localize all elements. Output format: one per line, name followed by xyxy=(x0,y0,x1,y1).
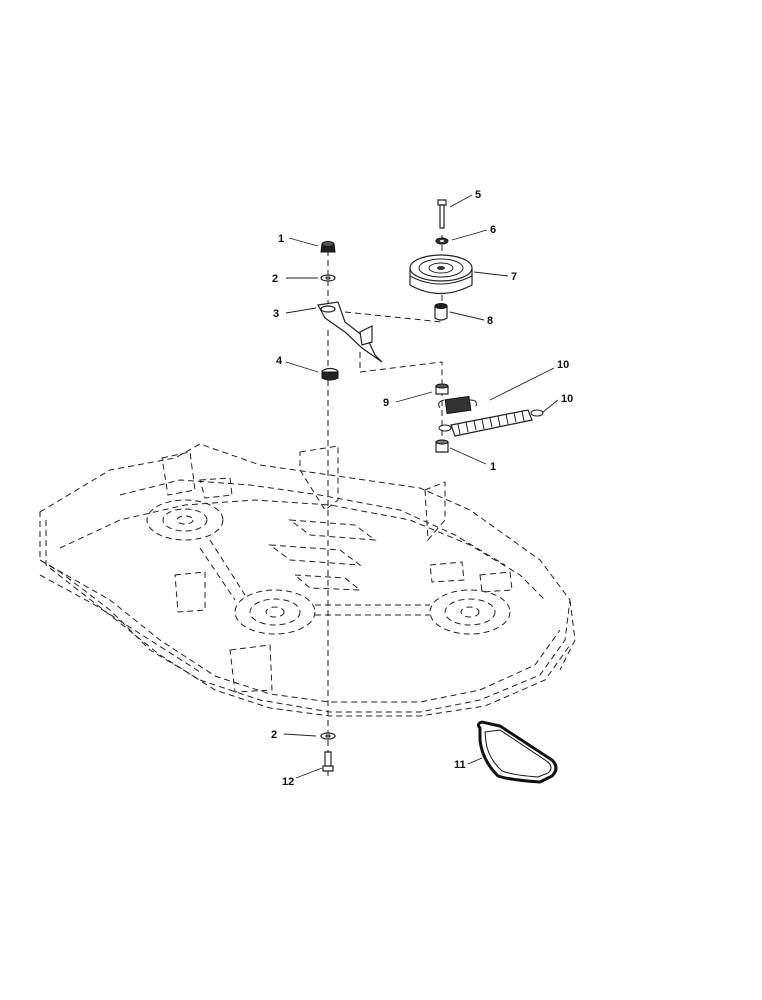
callout-11: 11 xyxy=(454,759,466,771)
callout-2-lower: 2 xyxy=(271,729,277,741)
part-idler-arm-3 xyxy=(317,301,383,363)
callout-7: 7 xyxy=(511,271,517,283)
callout-4: 4 xyxy=(276,355,283,367)
part-nut-1 xyxy=(320,241,336,253)
part-washer-2-top xyxy=(320,274,336,282)
part-belt-11 xyxy=(476,720,558,784)
leader-lines xyxy=(283,194,559,779)
mower-deck xyxy=(39,443,576,717)
callout-10-short: 10 xyxy=(557,359,569,371)
callout-9: 9 xyxy=(383,397,389,409)
callout-1: 1 xyxy=(278,233,284,245)
callout-8: 8 xyxy=(487,315,493,327)
callout-6: 6 xyxy=(490,224,496,236)
callout-3: 3 xyxy=(273,308,279,320)
callout-labels: 1 2 3 4 5 6 7 8 9 10 10 1 2 11 12 xyxy=(271,189,573,788)
callout-12: 12 xyxy=(282,776,294,788)
part-pulley-7 xyxy=(409,254,473,294)
part-bushing-4 xyxy=(321,367,339,381)
callout-5: 5 xyxy=(475,189,481,201)
part-nut-1-lower xyxy=(435,439,449,453)
callout-10-long: 10 xyxy=(561,393,573,405)
part-spring-10-short xyxy=(438,395,477,415)
part-washer-6 xyxy=(435,237,449,245)
part-bolt-12 xyxy=(322,751,334,772)
part-washer-2-lower xyxy=(320,732,336,740)
part-spacer-8 xyxy=(434,303,448,321)
part-spring-10-long xyxy=(438,409,544,437)
callout-2: 2 xyxy=(272,273,278,285)
part-nut-9 xyxy=(435,383,449,395)
callout-1-lower: 1 xyxy=(490,461,496,473)
part-bolt-5 xyxy=(437,199,447,229)
